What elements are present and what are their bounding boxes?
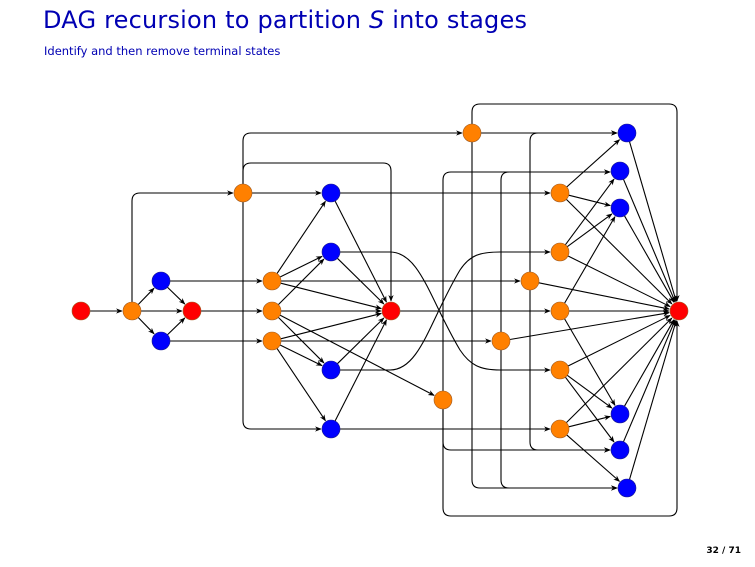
edge-n21-to-n29 xyxy=(567,314,671,367)
edge-n14-to-n28 xyxy=(471,142,618,491)
edge-n16-to-n29 xyxy=(538,282,670,311)
edge-n5-to-n12 xyxy=(242,202,322,432)
node-n26-blue xyxy=(610,404,630,424)
edge-n5-to-n14 xyxy=(242,130,463,184)
edge-n8-to-n12 xyxy=(276,348,326,422)
edge-n26-to-n29 xyxy=(623,319,675,407)
edge-n8-to-n11 xyxy=(279,344,323,367)
edge-n15-to-n24 xyxy=(442,169,611,391)
node-n21-intermediate xyxy=(550,360,570,380)
edge-n3-to-n4 xyxy=(167,317,186,336)
node-n9-blue xyxy=(321,183,341,203)
edge-n19-to-n29 xyxy=(567,255,671,308)
edge-n24-to-n29 xyxy=(622,179,676,303)
edge-n20-to-n25 xyxy=(564,216,616,304)
node-n8-intermediate xyxy=(262,331,282,351)
edge-n7-to-n11 xyxy=(277,316,325,364)
node-n0-terminal xyxy=(71,301,91,321)
edge-n17-to-n28 xyxy=(500,350,618,491)
nodes-layer xyxy=(71,123,689,498)
slide-subtitle: Identify and then remove terminal states xyxy=(44,44,281,58)
node-n18-intermediate xyxy=(550,183,570,203)
edge-n10-to-n21 xyxy=(340,251,551,373)
node-n27-blue xyxy=(610,440,630,460)
edge-n6-to-n9 xyxy=(276,200,326,274)
edge-n10-to-n13 xyxy=(337,257,385,305)
node-n22-intermediate xyxy=(550,419,570,439)
edge-n15-to-n29 xyxy=(442,320,680,517)
node-n15-intermediate xyxy=(433,390,453,410)
node-n17-intermediate xyxy=(491,331,511,351)
node-n14-intermediate xyxy=(462,123,482,143)
node-n19-intermediate xyxy=(550,242,570,262)
edge-n22-to-n29 xyxy=(566,317,673,424)
edge-n1-to-n2 xyxy=(137,287,155,305)
node-n1-intermediate xyxy=(122,301,142,321)
edge-n6-to-n13 xyxy=(280,282,382,310)
node-n16-intermediate xyxy=(520,271,540,291)
node-n2-blue xyxy=(151,271,171,291)
edge-n17-to-n29 xyxy=(509,311,670,341)
edge-n22-to-n28 xyxy=(566,434,620,482)
node-n28-blue xyxy=(617,478,637,498)
edge-n14-to-n29 xyxy=(471,103,680,302)
node-n6-intermediate xyxy=(262,271,282,291)
node-n20-intermediate xyxy=(550,301,570,321)
edge-n25-to-n29 xyxy=(623,215,675,303)
edge-n21-to-n27 xyxy=(564,376,615,443)
node-n25-blue xyxy=(610,198,630,218)
slide-title: DAG recursion to partition S into stages xyxy=(43,6,527,34)
edge-n1-to-n5 xyxy=(131,190,234,302)
edge-n19-to-n24 xyxy=(564,178,615,246)
edge-n5-to-n13 xyxy=(242,162,394,302)
node-n5-intermediate xyxy=(233,183,253,203)
edge-n18-to-n25 xyxy=(568,194,611,207)
node-n10-blue xyxy=(321,242,341,262)
edge-n11-to-n13 xyxy=(337,317,385,365)
edges-layer xyxy=(90,103,680,517)
edge-n17-to-n24 xyxy=(500,169,611,332)
edge-n1-to-n3 xyxy=(137,317,155,335)
title-math-symbol: S xyxy=(368,6,385,34)
edge-n16-to-n27 xyxy=(529,290,611,453)
edge-n18-to-n23 xyxy=(566,139,621,188)
edge-n19-to-n25 xyxy=(566,213,613,248)
edge-n7-to-n15 xyxy=(279,314,435,396)
edge-n8-to-n13 xyxy=(280,312,382,340)
edge-n6-to-n10 xyxy=(279,255,323,278)
edge-n20-to-n26 xyxy=(564,318,616,406)
node-n29-terminal xyxy=(669,301,689,321)
edge-n11-to-n19 xyxy=(340,249,551,371)
page-number: 32 / 71 xyxy=(706,546,741,556)
node-n7-intermediate xyxy=(262,301,282,321)
node-n24-blue xyxy=(610,161,630,181)
edge-n27-to-n29 xyxy=(623,319,676,442)
node-n13-terminal xyxy=(381,301,401,321)
edge-n7-to-n10 xyxy=(277,258,325,306)
title-prefix: DAG recursion to partition xyxy=(43,6,369,34)
node-n3-blue xyxy=(151,331,171,351)
node-n11-blue xyxy=(321,360,341,380)
node-n4-terminal xyxy=(182,301,202,321)
edge-n28-to-n29 xyxy=(629,319,678,480)
edge-n22-to-n26 xyxy=(568,415,611,428)
edge-n21-to-n26 xyxy=(566,374,613,409)
edge-n16-to-n23 xyxy=(529,130,618,272)
edge-n23-to-n29 xyxy=(628,141,678,303)
node-n23-blue xyxy=(617,123,637,143)
edge-n2-to-n4 xyxy=(167,286,186,305)
edge-n18-to-n29 xyxy=(566,198,673,305)
title-suffix: into stages xyxy=(384,6,528,34)
node-n12-blue xyxy=(321,419,341,439)
